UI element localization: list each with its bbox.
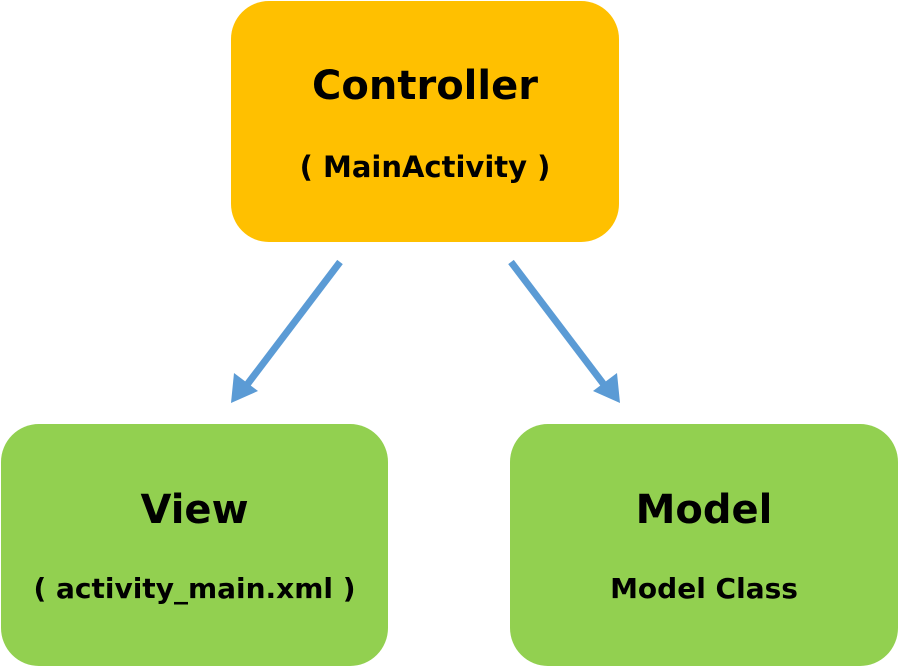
- view-title: View: [140, 487, 249, 533]
- arrow-head-controller-to-model: [593, 373, 620, 403]
- controller-node: Controller ( MainActivity ): [231, 1, 619, 242]
- controller-title: Controller: [312, 63, 538, 109]
- view-node: View ( activity_main.xml ): [1, 424, 388, 666]
- arrow-controller-to-model: [508, 259, 611, 393]
- model-subtitle: Model Class: [610, 572, 798, 605]
- view-subtitle: ( activity_main.xml ): [33, 572, 356, 605]
- arrow-controller-to-view: [240, 259, 343, 393]
- controller-subtitle: ( MainActivity ): [299, 150, 551, 184]
- model-node: Model Model Class: [510, 424, 898, 666]
- arrow-head-controller-to-view: [231, 373, 258, 403]
- model-title: Model: [635, 487, 773, 533]
